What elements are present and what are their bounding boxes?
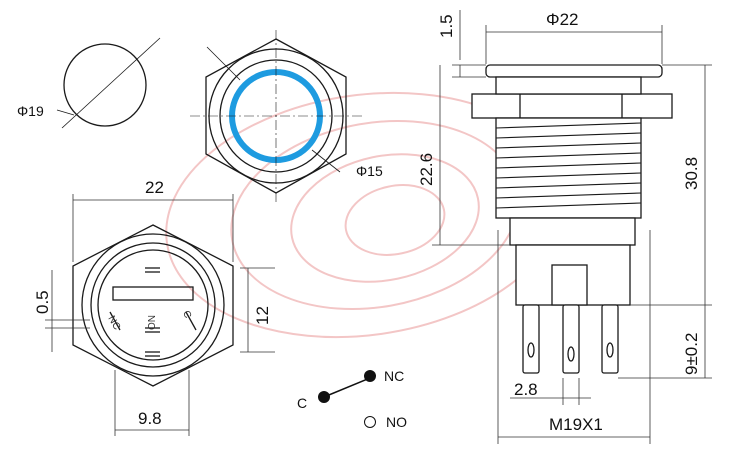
- switch-arm: [323, 377, 371, 398]
- thread-lines: [495, 122, 642, 209]
- pin-left: [109, 311, 121, 331]
- top-diameter-label: Φ22: [546, 10, 578, 29]
- pin-label-no: NO: [145, 315, 156, 330]
- switch-schematic: [318, 370, 376, 428]
- threaded-body: [495, 117, 642, 219]
- terminal-bar: [112, 286, 194, 301]
- bezel-inner: [219, 59, 333, 173]
- terminal-left: [522, 304, 540, 374]
- bottom-right-label: 12: [253, 306, 272, 325]
- terminal-center: [562, 304, 580, 374]
- pin-pitch-label: 2.8: [514, 380, 538, 399]
- cap-flange: [485, 64, 663, 78]
- bottom-hex-outline: [72, 224, 234, 387]
- outline-circle: [63, 43, 147, 127]
- schematic-c-label: C: [297, 395, 307, 411]
- bottom-view: [72, 224, 234, 387]
- cap-thickness-label: 1.5: [437, 14, 456, 38]
- total-length-label: 30.8: [682, 157, 701, 190]
- bottom-left-label: 0.5: [33, 290, 52, 314]
- bottom-width-label: 22: [145, 178, 164, 197]
- side-view-dims: [432, 10, 712, 444]
- diameter-leader: [61, 37, 161, 129]
- pin-length-label: 9±0.2: [682, 333, 701, 375]
- side-view: [471, 64, 673, 374]
- circle-view: [56, 37, 161, 129]
- body-length-label: 22.6: [417, 153, 436, 186]
- schematic-no-label: NO: [386, 414, 407, 430]
- nc-terminal-dot: [364, 370, 376, 382]
- schematic-nc-label: NC: [384, 368, 404, 384]
- pin-right: [185, 311, 197, 331]
- hex-nut: [471, 93, 673, 119]
- thread-label: M19X1: [549, 415, 603, 434]
- pin-label-c: C: [180, 309, 193, 320]
- ring-diameter-label: Φ15: [356, 163, 383, 179]
- front-view: [190, 30, 362, 202]
- no-terminal-circle: [364, 416, 376, 428]
- circle-diameter-label: Φ19: [17, 103, 44, 119]
- bottom-view-dims: [45, 194, 275, 436]
- terminal-right: [601, 304, 619, 374]
- bottom-pitch-label: 9.8: [138, 409, 162, 428]
